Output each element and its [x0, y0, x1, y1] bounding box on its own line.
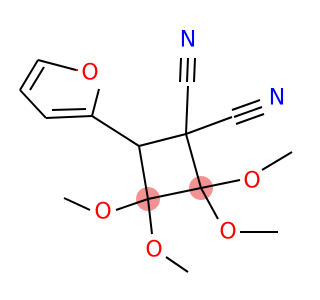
furan-ring: [19, 59, 100, 119]
nitrile-group-top: [179, 57, 196, 135]
nitrile-group-right: [185, 99, 265, 135]
methoxy-oxygen-bottom-label: O: [145, 238, 162, 263]
nitrile-nitrogen-top-label: N: [180, 28, 196, 53]
molecule-structure: O N N O O O: [19, 28, 293, 273]
methoxy-oxygen-right-top-label: O: [243, 169, 260, 194]
methoxy-group-left: [63, 197, 149, 211]
nitrile-nitrogen-right-label: N: [269, 86, 285, 111]
methoxy-oxygen-left-label: O: [94, 200, 111, 225]
cyclobutane-ring: [138, 133, 202, 200]
methoxy-group-bottom: [147, 198, 189, 273]
methoxy-oxygen-right-bottom-label: O: [219, 220, 236, 245]
bond-furan-cyclobutane: [91, 115, 140, 147]
furan-oxygen-label: O: [81, 61, 98, 86]
methoxy-group-right-top: [200, 151, 293, 189]
methoxy-group-right-bottom: [200, 187, 278, 233]
